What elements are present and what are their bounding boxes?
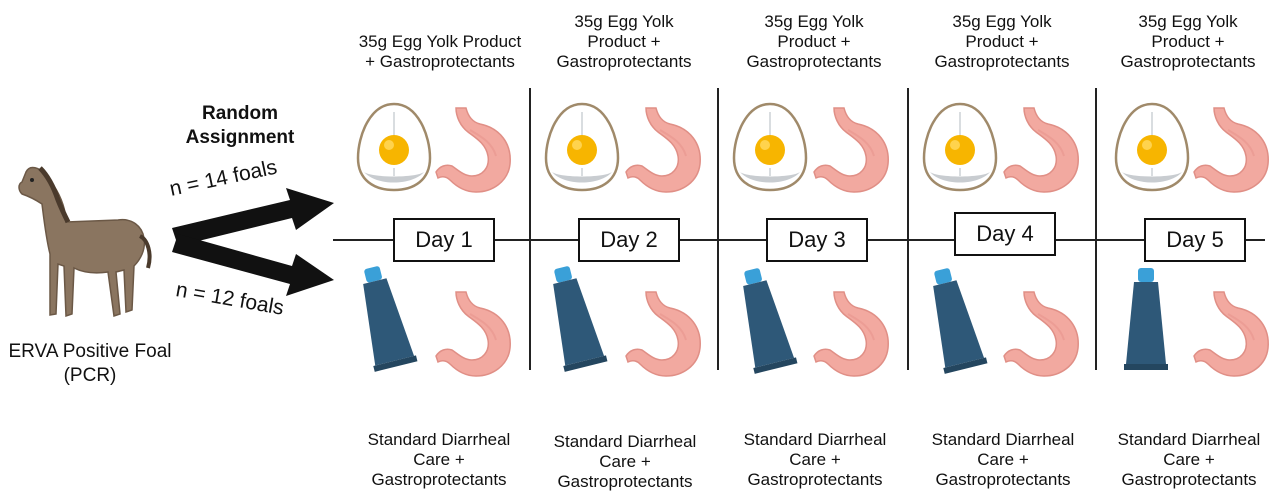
assignment-line1: Random — [170, 102, 310, 126]
day-1-box: Day 1 — [393, 218, 495, 262]
day-3-box: Day 3 — [766, 218, 868, 262]
foal-label-line2: (PCR) — [0, 364, 180, 388]
egg-icon — [546, 104, 618, 190]
day-4-top-caption: 35g Egg Yolk Product + Gastroprotectants — [907, 12, 1097, 72]
random-assignment-label: Random Assignment — [170, 102, 310, 150]
day-4-box: Day 4 — [954, 212, 1056, 256]
day-2-bottom-caption: Standard Diarrheal Care + Gastroprotecta… — [530, 432, 720, 492]
day-4-bottom-caption: Standard Diarrheal Care + Gastroprotecta… — [908, 430, 1098, 490]
assignment-arrows — [172, 188, 334, 296]
egg-icon — [358, 104, 430, 190]
stomach-icon — [436, 108, 510, 192]
stomach-icon — [814, 108, 888, 192]
assignment-line2: Assignment — [170, 126, 310, 150]
stomach-icon — [436, 292, 510, 376]
stomach-icon — [814, 292, 888, 376]
foal-icon — [19, 168, 150, 316]
day-1-bottom-caption: Standard Diarrheal Care + Gastroprotecta… — [344, 430, 534, 490]
day-5-top-caption: 35g Egg Yolk Product + Gastroprotectants — [1093, 12, 1278, 72]
stomach-icon — [1194, 108, 1268, 192]
egg-icon — [924, 104, 996, 190]
day-5-box: Day 5 — [1144, 218, 1246, 262]
day-5-bottom-caption: Standard Diarrheal Care + Gastroprotecta… — [1094, 430, 1278, 490]
stomach-icon — [626, 292, 700, 376]
stomach-icon — [1004, 108, 1078, 192]
day-2-box: Day 2 — [578, 218, 680, 262]
day-1-top-caption: 35g Egg Yolk Product + Gastroprotectants — [345, 32, 535, 72]
medicine-tube-icon — [1124, 268, 1168, 370]
medicine-tube-icon — [920, 264, 987, 374]
stomach-icon — [1194, 292, 1268, 376]
egg-icon — [734, 104, 806, 190]
egg-icon — [1116, 104, 1188, 190]
day-2-top-caption: 35g Egg Yolk Product + Gastroprotectants — [529, 12, 719, 72]
day-3-top-caption: 35g Egg Yolk Product + Gastroprotectants — [719, 12, 909, 72]
day-3-bottom-caption: Standard Diarrheal Care + Gastroprotecta… — [720, 430, 910, 490]
foal-label-line1: ERVA Positive Foal — [0, 340, 180, 364]
medicine-tube-icon — [730, 264, 797, 374]
stomach-icon — [626, 108, 700, 192]
stomach-icon — [1004, 292, 1078, 376]
medicine-tube-icon — [350, 262, 417, 372]
medicine-tube-icon — [540, 262, 607, 372]
foal-label: ERVA Positive Foal (PCR) — [0, 340, 180, 388]
